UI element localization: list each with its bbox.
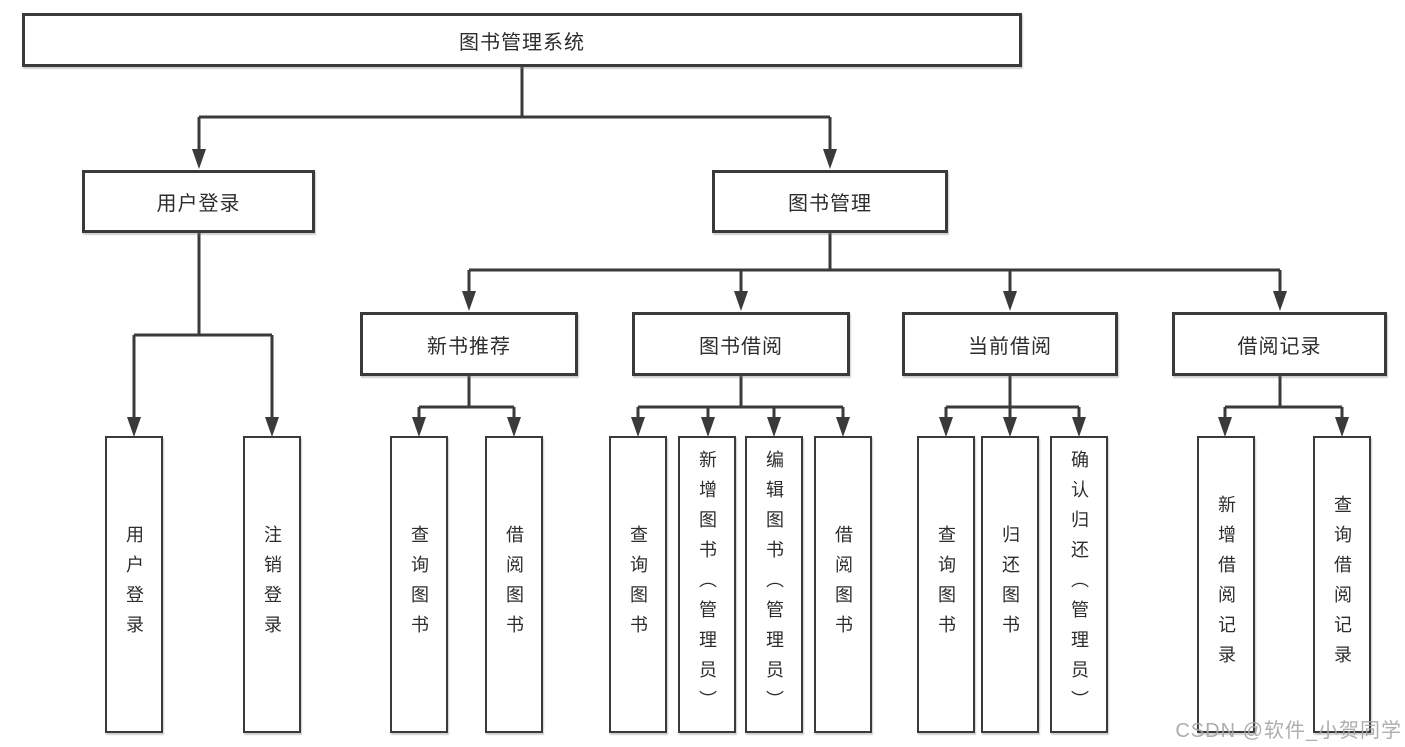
leaf-query-books-1: 查询图书	[390, 436, 448, 733]
arrow-icon	[1003, 417, 1017, 437]
leaf-edit-books-admin-label: 编辑图书（管理员）	[764, 449, 784, 720]
leaf-add-books-admin: 新增图书（管理员）	[678, 436, 736, 733]
arrow-icon	[939, 417, 953, 437]
connector-book-mgmt	[467, 232, 1282, 294]
leaf-logout-label: 注销登录	[262, 524, 282, 645]
node-current-borrowing: 当前借阅	[902, 312, 1118, 376]
node-root: 图书管理系统	[22, 13, 1022, 67]
arrow-icon	[192, 149, 206, 169]
connector-new-books	[417, 376, 516, 420]
leaf-query-borrow-record-label: 查询借阅记录	[1332, 494, 1352, 675]
leaf-logout: 注销登录	[243, 436, 301, 733]
leaf-confirm-return-admin-label: 确认归还（管理员）	[1069, 449, 1089, 720]
connector-borrowing	[636, 376, 845, 420]
node-new-book-recommend-label: 新书推荐	[427, 335, 511, 358]
connector-root	[197, 66, 832, 152]
node-book-borrowing-label: 图书借阅	[699, 335, 783, 358]
leaf-return-books: 归还图书	[981, 436, 1039, 733]
arrow-icon	[701, 417, 715, 437]
node-borrowing-records-label: 借阅记录	[1237, 335, 1322, 358]
node-user-login: 用户登录	[82, 170, 315, 233]
node-borrowing-records: 借阅记录	[1172, 312, 1387, 376]
arrow-icon	[265, 417, 279, 437]
connector-current	[944, 376, 1081, 420]
arrow-icon	[1218, 417, 1232, 437]
leaf-return-books-label: 归还图书	[1000, 524, 1020, 645]
arrow-icon	[1003, 291, 1017, 311]
leaf-add-borrow-record: 新增借阅记录	[1197, 436, 1255, 733]
leaf-query-books-3: 查询图书	[917, 436, 975, 733]
arrow-icon	[127, 417, 141, 437]
arrow-icon	[462, 291, 476, 311]
arrow-icon	[507, 417, 521, 437]
node-book-management-label: 图书管理	[788, 193, 872, 215]
leaf-query-books-2-label: 查询图书	[628, 524, 648, 645]
leaf-borrow-books-1-label: 借阅图书	[504, 524, 524, 645]
arrow-icon	[1335, 417, 1349, 437]
leaf-add-books-admin-label: 新增图书（管理员）	[697, 449, 717, 720]
arrow-icon	[836, 417, 850, 437]
arrow-icon	[823, 149, 837, 169]
node-book-borrowing: 图书借阅	[632, 312, 850, 376]
node-new-book-recommend: 新书推荐	[360, 312, 578, 376]
node-current-borrowing-label: 当前借阅	[968, 335, 1052, 358]
node-user-login-label: 用户登录	[156, 193, 241, 215]
arrow-icon	[1273, 291, 1287, 311]
leaf-borrow-books-2-label: 借阅图书	[833, 524, 853, 645]
leaf-query-borrow-record: 查询借阅记录	[1313, 436, 1371, 733]
arrow-icon	[631, 417, 645, 437]
leaf-user-login-label: 用户登录	[124, 524, 144, 645]
leaf-user-login: 用户登录	[105, 436, 163, 733]
arrow-icon	[1072, 417, 1086, 437]
arrowheads	[127, 149, 1349, 437]
leaf-add-borrow-record-label: 新增借阅记录	[1216, 494, 1236, 675]
arrow-icon	[734, 291, 748, 311]
connector-user-login	[132, 232, 274, 420]
connector-records	[1223, 376, 1344, 420]
leaf-query-books-1-label: 查询图书	[409, 524, 429, 645]
arrow-icon	[767, 417, 781, 437]
node-root-label: 图书管理系统	[459, 31, 585, 54]
leaf-query-books-3-label: 查询图书	[936, 524, 956, 645]
leaf-borrow-books-2: 借阅图书	[814, 436, 872, 733]
leaf-query-books-2: 查询图书	[609, 436, 667, 733]
leaf-confirm-return-admin: 确认归还（管理员）	[1050, 436, 1108, 733]
leaf-edit-books-admin: 编辑图书（管理员）	[745, 436, 803, 733]
leaf-borrow-books-1: 借阅图书	[485, 436, 543, 733]
arrow-icon	[412, 417, 426, 437]
node-book-management: 图书管理	[712, 170, 948, 233]
